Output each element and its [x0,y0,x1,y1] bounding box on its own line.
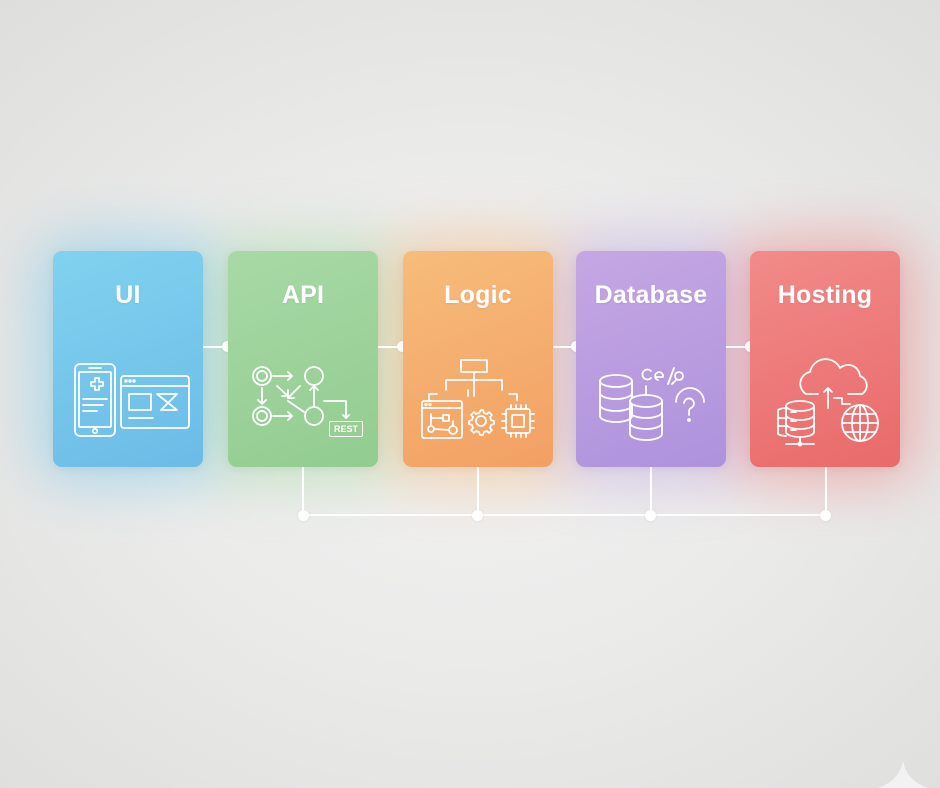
connector-api-logic [378,346,403,348]
bus-drop-database [650,467,652,515]
stage-card-hosting: Hosting [750,251,900,467]
sparkle-icon [878,760,928,788]
stage-title: Hosting [777,281,873,309]
mobile-and-browser-window-icon [53,346,203,456]
bus-drop-api [302,467,304,515]
bottom-bus-line [303,514,826,516]
rest-badge: REST [329,421,363,437]
stage-title: Logic [444,281,512,309]
connector-dot-api [222,341,233,352]
stage-card-logic: Logic [403,251,553,467]
connector-ui-api [203,346,228,348]
database-query-icon [576,346,726,456]
bus-drop-logic [477,467,479,515]
connector-logic-database [552,346,577,348]
bus-dot-database [645,510,656,521]
bus-dot-logic [472,510,483,521]
stage-title: Database [594,281,708,309]
stage-title: API [281,281,325,309]
api-flow-rest-icon: REST [228,346,378,456]
bus-dot-hosting [820,510,831,521]
bus-drop-hosting [825,467,827,515]
stage-card-database: Database [576,251,726,467]
connector-database-hosting [726,346,751,348]
bus-dot-api [298,510,309,521]
stage-card-api: API REST [228,251,378,467]
stage-card-ui: UI [53,251,203,467]
logic-hierarchy-gear-chip-icon [403,346,553,456]
cloud-server-globe-icon [750,346,900,456]
connector-dot-logic [397,341,408,352]
stage-title: UI [115,281,141,309]
